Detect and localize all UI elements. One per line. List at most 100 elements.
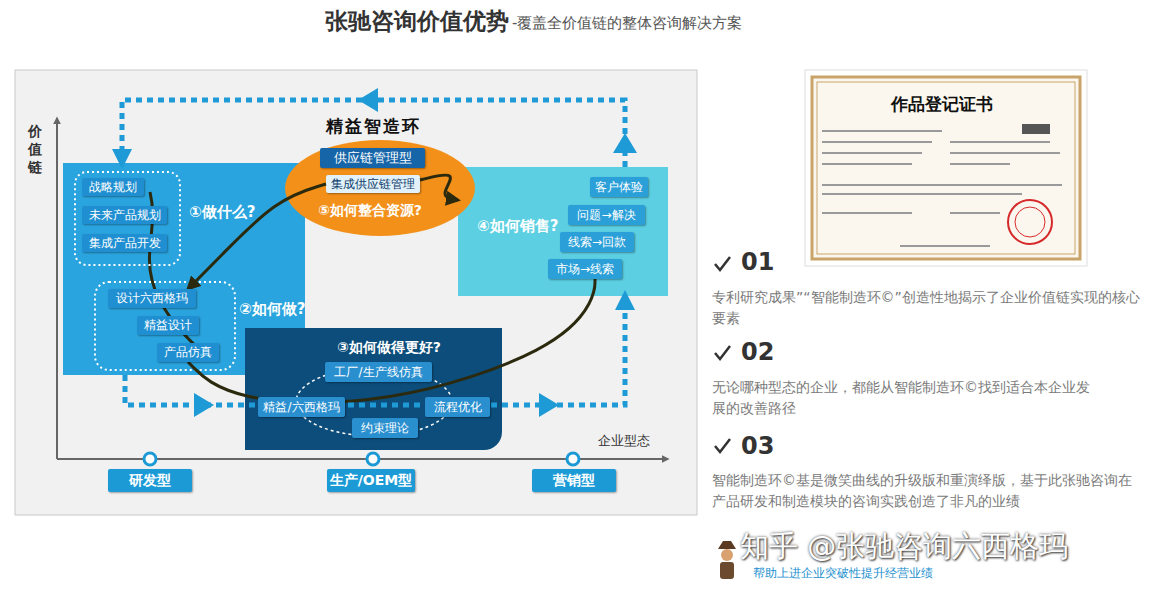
process-box: 线索→回款: [560, 232, 634, 252]
box-label: 线索→回款: [560, 232, 634, 252]
certificate-inner-border: [817, 82, 1075, 254]
box-label: 问题→解决: [568, 205, 645, 225]
process-box: 精益/六西格玛: [258, 397, 345, 417]
process-box: 产品仿真: [157, 343, 219, 362]
check-mark: [715, 439, 730, 452]
flow-arrow: [420, 175, 458, 200]
box-label: 集成产品开发: [82, 234, 167, 252]
type-box: 研发型: [108, 469, 192, 492]
box-label: 生产/OEM型: [327, 469, 415, 492]
process-box: 供应链管理型: [320, 148, 425, 168]
flow-arrow: [188, 279, 595, 402]
watermark-body: [720, 562, 734, 579]
certificate-border: [812, 77, 1080, 259]
box-label: 约束理论: [352, 418, 418, 438]
certificate-seal: [1008, 200, 1052, 244]
certificate-seal: [1015, 207, 1045, 237]
loop-arrowhead: [194, 393, 214, 417]
watermark: 知乎 @张驰咨询六西格玛: [740, 527, 1068, 567]
ellipse-fill: [285, 140, 475, 236]
type-box: 营销型: [532, 469, 616, 492]
certificate-line: [822, 152, 922, 154]
type-box: 生产/OEM型: [327, 469, 415, 492]
certificate-line: [950, 141, 1050, 143]
stage-heading: ④如何销售?: [477, 217, 558, 236]
process-box: 约束理论: [352, 418, 418, 438]
process-box: 设计六西格玛: [108, 289, 196, 308]
certificate-line: [950, 152, 1060, 154]
item-number: 02: [741, 338, 774, 366]
type-axis: [57, 458, 668, 460]
axis-label: 价值链: [28, 122, 44, 176]
loop-arrow: [122, 100, 625, 167]
box-label: 工厂/生产线仿真: [325, 362, 432, 382]
loop-arrow: [125, 296, 625, 405]
item-number: 01: [741, 248, 774, 276]
item-number: 03: [741, 432, 774, 460]
axis-marker: [567, 453, 579, 465]
certificate-line: [822, 163, 912, 165]
certificate-line: [900, 245, 990, 247]
box-label: 供应链管理型: [320, 148, 425, 168]
box-label: 市场→线索: [548, 259, 622, 279]
axis-label: 企业型态: [598, 432, 650, 450]
process-box: 市场→线索: [548, 259, 622, 279]
box-label: 产品仿真: [157, 343, 219, 362]
subtitle: -覆盖全价值链的整体咨询解决方案: [512, 14, 742, 33]
stage-panel: ③如何做得更好? 工厂/生产线仿真精益/六西格玛 流程优化约束理论: [245, 328, 502, 450]
flow-arrow: [188, 184, 326, 289]
watermark-head: [721, 549, 733, 561]
box-label: 营销型: [532, 469, 616, 492]
stage-heading: ②如何做?: [239, 300, 305, 319]
diagram-panel: [15, 70, 697, 515]
process-box: 流程优化: [425, 397, 490, 417]
certificate-barcode: [1022, 124, 1050, 134]
item-text: 无论哪种型态的企业，都能从智能制造环©找到适合本企业发展的改善路径: [712, 377, 1090, 419]
process-box: 战略规划: [82, 178, 144, 196]
process-box: 集成供应链管理: [326, 175, 420, 193]
box-label: 流程优化: [425, 397, 490, 417]
stage-heading: ①做什么?: [189, 203, 255, 222]
certificate-line: [822, 141, 932, 143]
value-axis: [56, 118, 58, 459]
certificate-line: [822, 130, 942, 132]
process-box: 工厂/生产线仿真: [325, 362, 432, 382]
stage-heading: ③如何做得更好?: [337, 339, 441, 357]
process-box: 集成产品开发: [82, 234, 167, 252]
box-label: 研发型: [108, 469, 192, 492]
item-text: 专利研究成果”“智能制造环©”创造性地揭示了企业价值链实现的核心要素: [712, 287, 1142, 329]
check-mark: [715, 346, 730, 359]
loop-arrowhead: [358, 88, 378, 112]
check-mark: [715, 257, 730, 270]
axis-marker: [144, 453, 156, 465]
process-box: 精益设计: [137, 316, 199, 335]
box-label: 精益设计: [137, 316, 199, 335]
certificate-line: [822, 193, 1022, 195]
watermark-hat: [718, 541, 736, 549]
process-box: 问题→解决: [568, 205, 645, 225]
box-label: 未来产品规划: [82, 206, 167, 224]
resource-ellipse: 精益智造环⑤如何整合资源?供应链管理型集成供应链管理: [285, 140, 475, 236]
certificate-title: 作品登记证书: [891, 93, 993, 116]
certificate-line: [950, 212, 1000, 214]
certificate-line: [822, 184, 1062, 186]
process-box: 未来产品规划: [82, 206, 167, 224]
loop-arrowhead: [539, 393, 559, 417]
stage-heading: 精益智造环: [326, 115, 421, 138]
certificate-line: [822, 212, 912, 214]
watermark-slogan: 帮助上进企业突破性提升经营业绩: [753, 565, 933, 582]
stage-panel: ④如何销售? 客户体验问题→解决线索→回款市场→线索: [458, 167, 668, 296]
box-label: 战略规划: [82, 178, 144, 196]
box-label: 集成供应链管理: [326, 175, 420, 193]
axis-marker: [367, 453, 379, 465]
process-box: 客户体验: [590, 177, 648, 197]
certificate-line: [950, 163, 1010, 165]
loop-arrowhead: [613, 133, 637, 153]
certificate-frame: [805, 70, 1087, 266]
box-label: 精益/六西格玛: [258, 397, 345, 417]
page-title: 张驰咨询价值优势: [325, 6, 509, 37]
item-text: 智能制造环©基是微笑曲线的升级版和重演绎版，基于此张驰咨询在产品研发和制造模块的…: [712, 470, 1142, 512]
box-label: 客户体验: [590, 177, 648, 197]
box-label: 设计六西格玛: [108, 289, 196, 308]
